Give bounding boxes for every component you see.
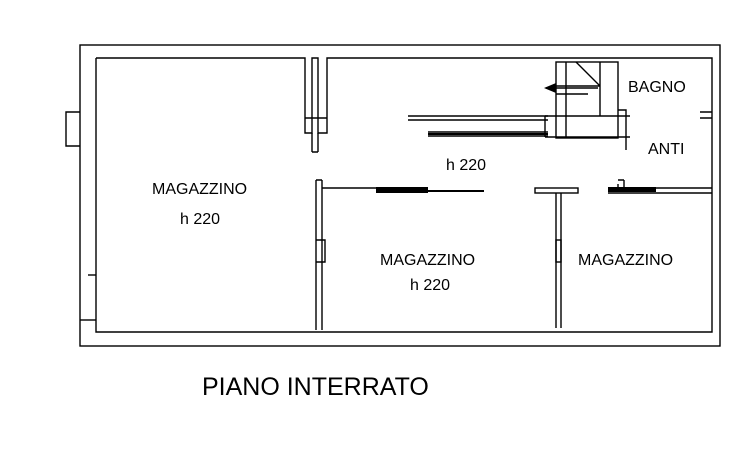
partition-right-jamb <box>555 239 562 263</box>
partition-left-cap <box>316 179 326 263</box>
stair-outline <box>555 61 619 139</box>
room-height-corridor: h 220 <box>446 157 486 174</box>
left-niche-top <box>65 111 80 147</box>
sliding-door-bottom-rail <box>428 190 484 192</box>
room-name-magazzino-right: MAGAZZINO <box>578 252 673 269</box>
room-height-magazzino-mid: h 220 <box>410 277 450 294</box>
partition-upper-stub <box>305 117 327 153</box>
sliding-door-mid <box>428 131 548 137</box>
room-height-magazzino-left: h 220 <box>180 211 220 228</box>
partition-left <box>315 180 323 330</box>
room-name-magazzino-left: MAGAZZINO <box>152 181 247 198</box>
stair-arrow-head <box>544 83 556 93</box>
sliding-door-top-fill <box>428 133 548 135</box>
stair-treads <box>544 61 630 138</box>
sliding-door-bottom-leaf <box>376 187 428 193</box>
room-name-magazzino-mid: MAGAZZINO <box>380 252 475 269</box>
outer-wall-outline <box>79 44 721 347</box>
partition-right <box>555 193 562 328</box>
room-name-bagno: BAGNO <box>628 79 686 96</box>
sliding-door-right-leaf <box>608 187 656 192</box>
anti-wall <box>617 179 625 188</box>
plan-title: PIANO INTERRATO <box>202 373 429 401</box>
room-name-anti: ANTI <box>648 141 684 158</box>
door-pillar-center <box>534 187 579 194</box>
bagno-wall <box>618 109 712 150</box>
sliding-door-top <box>408 115 548 121</box>
